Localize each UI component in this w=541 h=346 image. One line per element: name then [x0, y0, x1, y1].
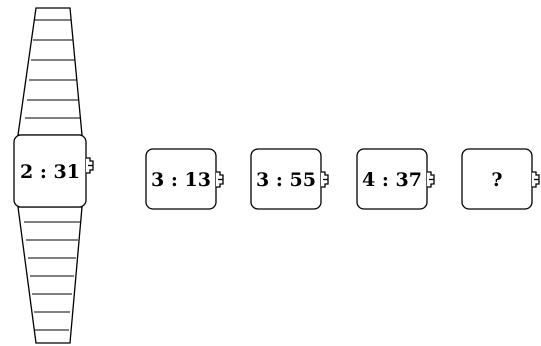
lower-strap	[18, 207, 82, 343]
watch-time-unknown: ?	[491, 169, 502, 191]
watch-time: 2 : 31	[20, 161, 80, 183]
upper-strap	[18, 8, 82, 135]
watch-time: 3 : 55	[256, 169, 316, 191]
watch-time: 3 : 13	[151, 169, 211, 191]
watch-time: 4 : 37	[362, 169, 422, 191]
